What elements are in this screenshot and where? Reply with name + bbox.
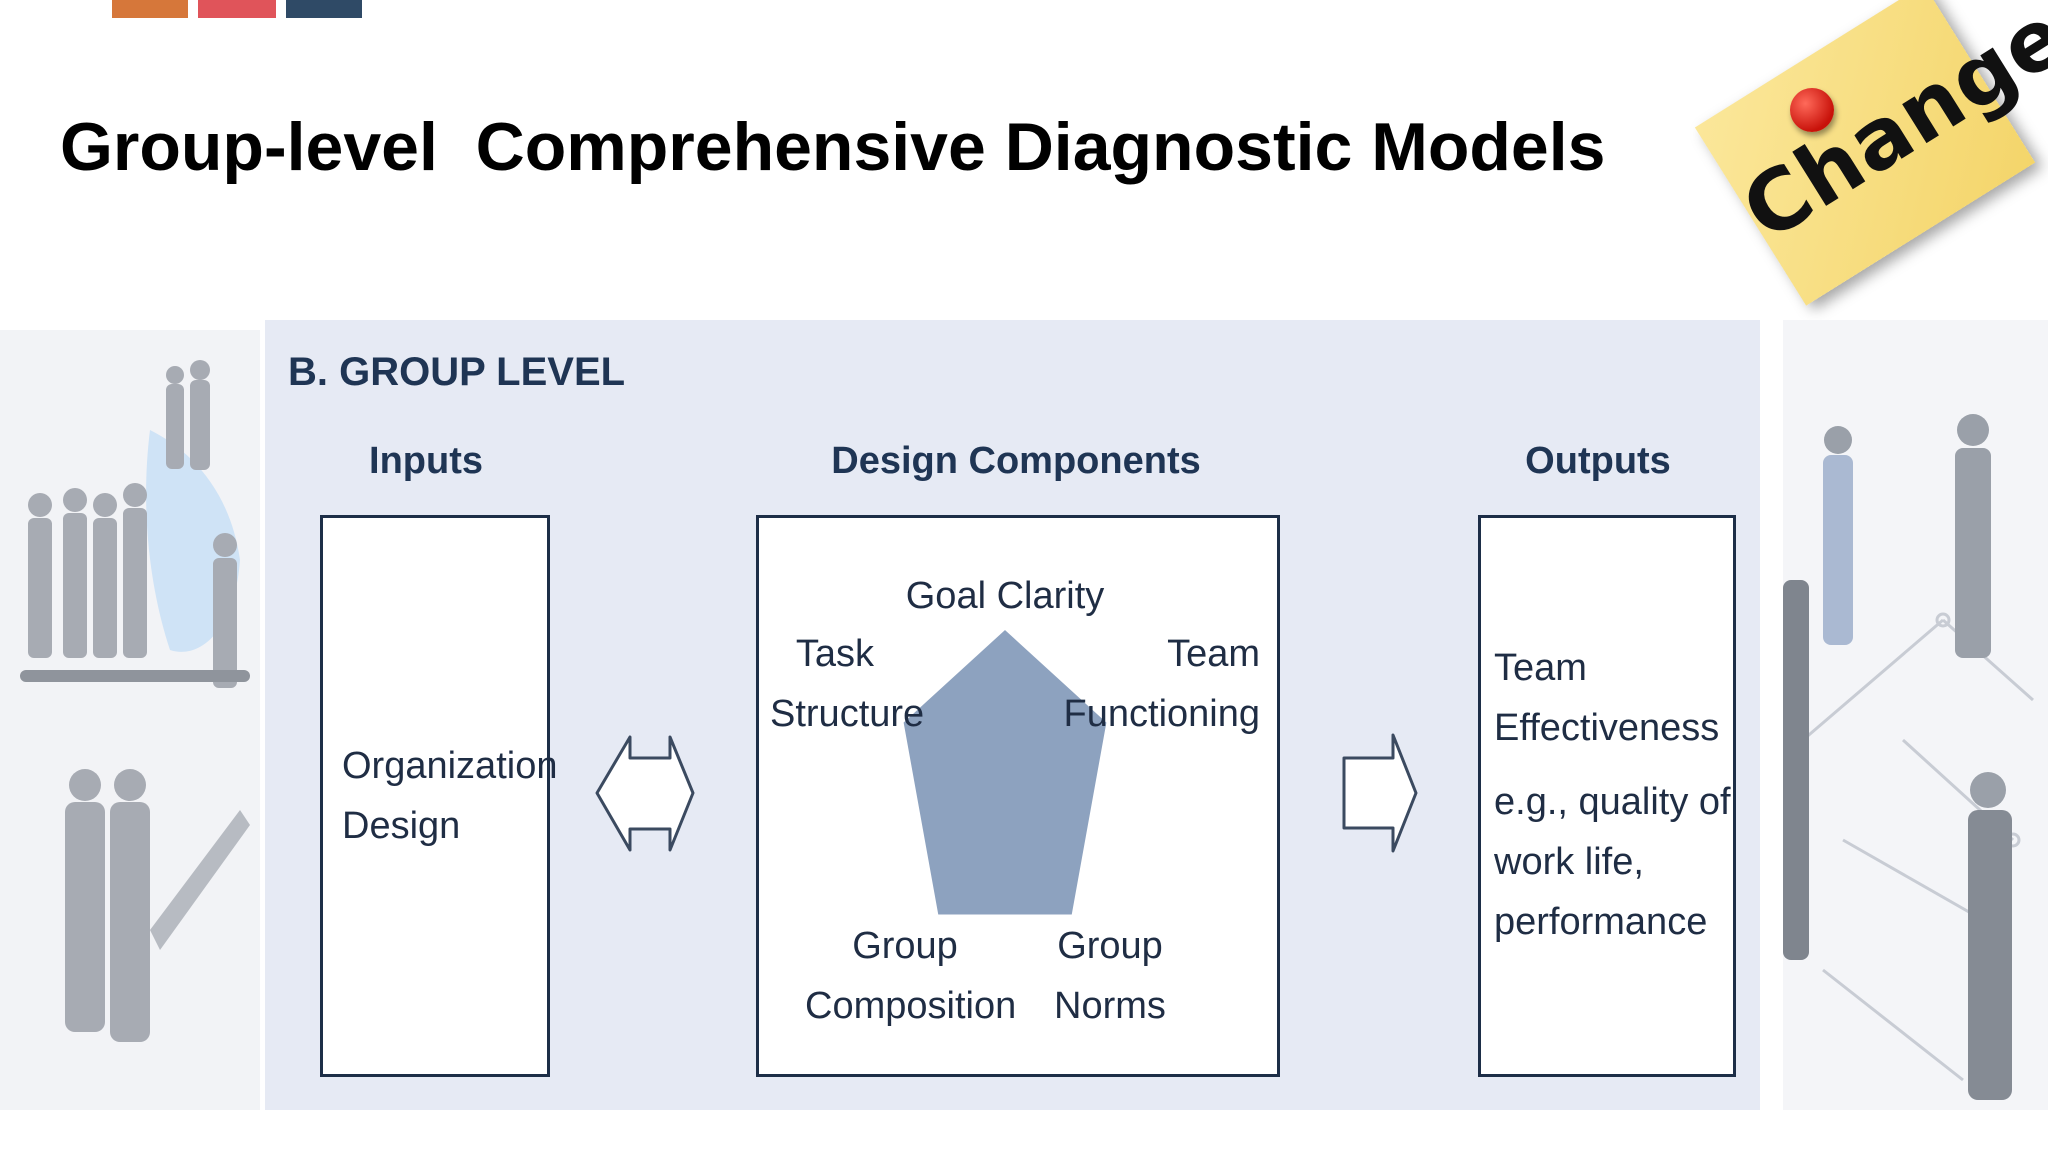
task-structure-label: Task Structure <box>770 633 925 735</box>
accent-block-orange <box>112 0 188 18</box>
design-components-heading: Design Components <box>831 440 1201 482</box>
right-arrow-icon <box>1342 733 1418 853</box>
group-norms-label: Group Norms <box>1054 925 1166 1027</box>
slide-title: Group-level Comprehensive Diagnostic Mod… <box>60 109 1606 185</box>
group-composition-label: Group Composition <box>805 925 1017 1027</box>
accent-block-red <box>198 0 276 18</box>
accent-block-navy <box>286 0 362 18</box>
pushpin-icon <box>1790 88 1834 132</box>
inputs-heading: Inputs <box>369 440 483 482</box>
team-effectiveness-label: Team Effectiveness <box>1494 647 1720 749</box>
outputs-heading: Outputs <box>1525 440 1671 482</box>
bidirectional-arrow-icon <box>595 735 695 852</box>
inputs-box <box>320 515 550 1077</box>
section-label: B. GROUP LEVEL <box>288 350 626 394</box>
business-people-left-image <box>0 330 260 1110</box>
outputs-box <box>1478 515 1736 1077</box>
organization-design-label: Organization Design <box>342 745 558 847</box>
team-functioning-label: Team Functioning <box>1063 633 1260 735</box>
output-examples-label: e.g., quality of work life, performance <box>1494 781 1731 943</box>
business-network-right-image <box>1783 320 2048 1110</box>
goal-clarity-label: Goal Clarity <box>905 575 1105 617</box>
design-pentagon <box>900 625 1110 918</box>
